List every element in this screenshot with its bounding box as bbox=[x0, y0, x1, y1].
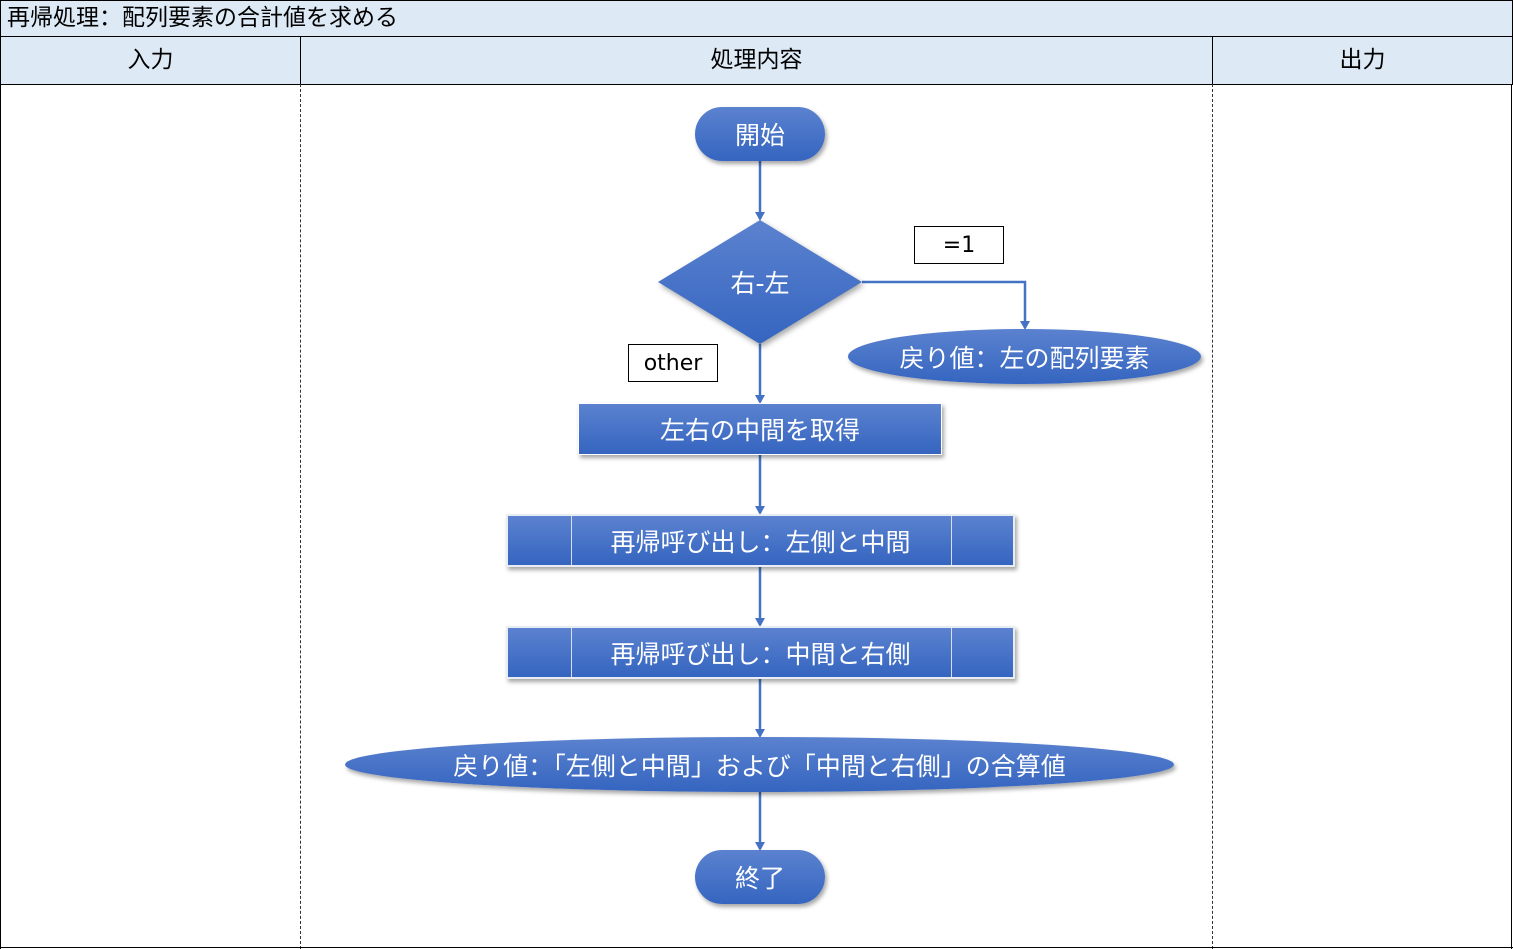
branch-label-other: other bbox=[628, 344, 718, 382]
branch-label-equal: =1 bbox=[914, 226, 1004, 264]
decision-diamond bbox=[658, 220, 862, 344]
diagram-title: 再帰処理：配列要素の合計値を求める bbox=[0, 0, 1513, 37]
end-label: 終了 bbox=[734, 864, 785, 893]
decision-label: 右-左 bbox=[730, 269, 790, 298]
arrow-decision-to-return bbox=[862, 280, 1027, 328]
lane-border-right bbox=[1511, 84, 1512, 949]
lane-divider bbox=[300, 84, 301, 949]
get-middle-process: 左右の中間を取得 bbox=[578, 403, 942, 455]
return-sum-terminal: 戻り値：「左側と中間」および「中間と右側」の合算値 bbox=[345, 737, 1174, 792]
column-header-input: 入力 bbox=[0, 36, 301, 85]
subprocess-bar bbox=[951, 516, 952, 565]
column-header-output: 出力 bbox=[1212, 36, 1513, 85]
subprocess-bar bbox=[571, 516, 572, 565]
start-terminal: 開始 bbox=[695, 107, 825, 161]
subprocess-bar bbox=[571, 628, 572, 677]
end-terminal: 終了 bbox=[695, 850, 825, 904]
call-right-subprocess: 再帰呼び出し：中間と右側 bbox=[506, 626, 1015, 679]
bottom-border bbox=[0, 947, 1513, 948]
lane-border-left bbox=[0, 84, 1, 949]
lane-divider bbox=[1212, 84, 1213, 949]
call-right-label: 再帰呼び出し：中間と右側 bbox=[610, 639, 911, 669]
call-left-subprocess: 再帰呼び出し：左側と中間 bbox=[506, 514, 1015, 567]
column-header-process: 処理内容 bbox=[300, 36, 1213, 85]
subprocess-bar bbox=[951, 628, 952, 677]
return-left-terminal: 戻り値：左の配列要素 bbox=[848, 329, 1201, 384]
get-middle-label: 左右の中間を取得 bbox=[659, 416, 860, 445]
start-label: 開始 bbox=[734, 121, 785, 150]
return-sum-label: 戻り値：「左側と中間」および「中間と右側」の合算値 bbox=[453, 751, 1066, 781]
return-left-label: 戻り値：左の配列要素 bbox=[899, 343, 1150, 373]
call-left-label: 再帰呼び出し：左側と中間 bbox=[610, 527, 911, 557]
